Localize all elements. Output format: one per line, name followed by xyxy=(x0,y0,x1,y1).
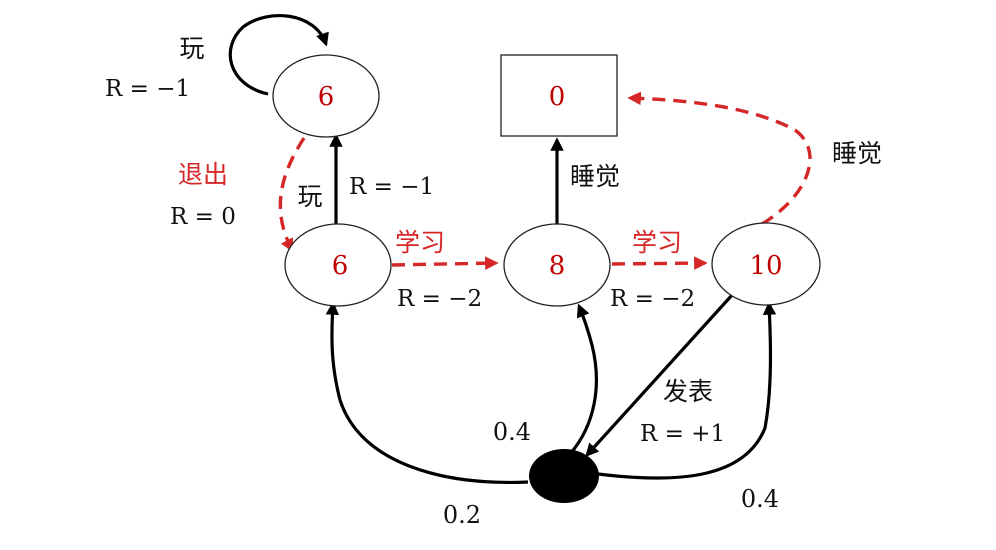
label-study1-action: 学习 xyxy=(395,228,445,257)
label-study2-action: 学习 xyxy=(632,228,682,257)
edge-sleep-from-class3 xyxy=(627,91,812,226)
edge-study1 xyxy=(391,256,499,271)
label-study1-reward: R = −2 xyxy=(397,286,482,312)
node-class2: 8 xyxy=(503,223,611,307)
edge-study2 xyxy=(611,256,708,270)
node-facebook: 6 xyxy=(272,54,380,138)
node-class3-value: 10 xyxy=(749,251,782,281)
node-class1: 6 xyxy=(284,223,392,307)
edge-chance-to-class2 xyxy=(568,303,598,456)
node-class3: 10 xyxy=(711,222,821,306)
label-publish-reward: R = +1 xyxy=(640,421,725,447)
edge-chance-to-class1 xyxy=(325,301,529,485)
node-sleep: 0 xyxy=(500,54,618,137)
label-sleep-from-class2-action: 睡觉 xyxy=(570,162,620,191)
label-sleep-from-class3-action: 睡觉 xyxy=(832,139,882,168)
node-class1-value: 6 xyxy=(332,251,349,281)
label-publish-action: 发表 xyxy=(663,377,713,406)
chance-node xyxy=(529,449,599,503)
node-facebook-value: 6 xyxy=(318,82,335,112)
edge-publish xyxy=(585,292,735,457)
label-play-loop-action: 玩 xyxy=(179,34,204,63)
label-play-reward: R = −1 xyxy=(349,174,434,200)
label-play-action: 玩 xyxy=(297,182,322,211)
edge-chance-to-class3 xyxy=(597,301,777,480)
prob-class3: 0.4 xyxy=(741,485,779,513)
edge-play-loop xyxy=(228,14,329,96)
prob-class2: 0.4 xyxy=(493,418,531,446)
label-study2-reward: R = −2 xyxy=(610,286,695,312)
label-play-loop-reward: R = −1 xyxy=(105,76,190,102)
prob-class1: 0.2 xyxy=(443,501,481,529)
node-sleep-value: 0 xyxy=(549,82,566,112)
node-class2-value: 8 xyxy=(549,251,566,281)
label-quit-reward: R = 0 xyxy=(170,204,236,230)
label-quit-action: 退出 xyxy=(178,160,228,189)
